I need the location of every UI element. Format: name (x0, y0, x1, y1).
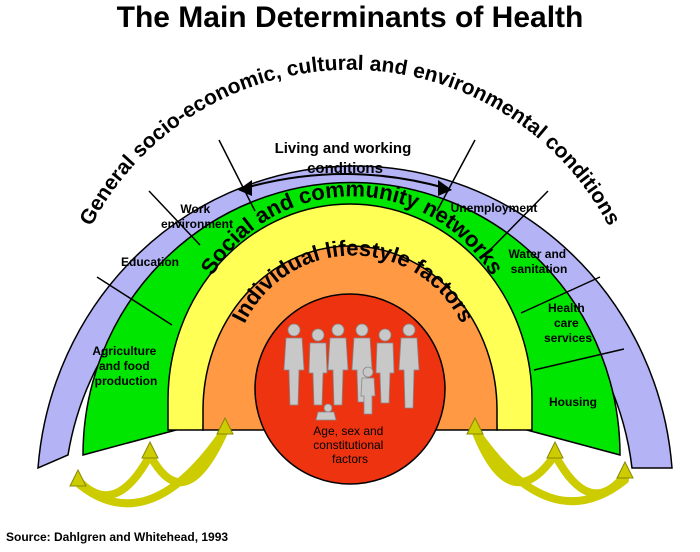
sector-label-unemployment: Unemployment (451, 201, 538, 215)
sector-label-living: Living and working conditions (275, 140, 416, 177)
people-figures-icon (283, 323, 420, 421)
sector-label-health: Health care services (544, 301, 592, 345)
arrows-right-icon (471, 426, 629, 506)
sector-dividers (96, 139, 625, 371)
sector-label-agriculture: Agriculture and food production (92, 344, 159, 388)
sector-label-education: Education (121, 255, 179, 269)
source-citation: Source: Dahlgren and Whitehead, 1993 (6, 530, 229, 544)
arrow-left-head-icon (238, 180, 252, 196)
sector-label-water: Water and sanitation (509, 247, 570, 276)
arrows-left-icon (74, 426, 229, 508)
page-title: The Main Determinants of Health (116, 1, 584, 34)
living-conditions-arrow-icon (244, 173, 446, 189)
arrow-heads-icon (69, 416, 634, 487)
arrow-right-head-icon (438, 180, 452, 196)
core-label: Age, sex and constitutional factors (313, 424, 386, 466)
sector-label-housing: Housing (549, 395, 597, 409)
sector-label-work: Work environment (161, 202, 233, 231)
